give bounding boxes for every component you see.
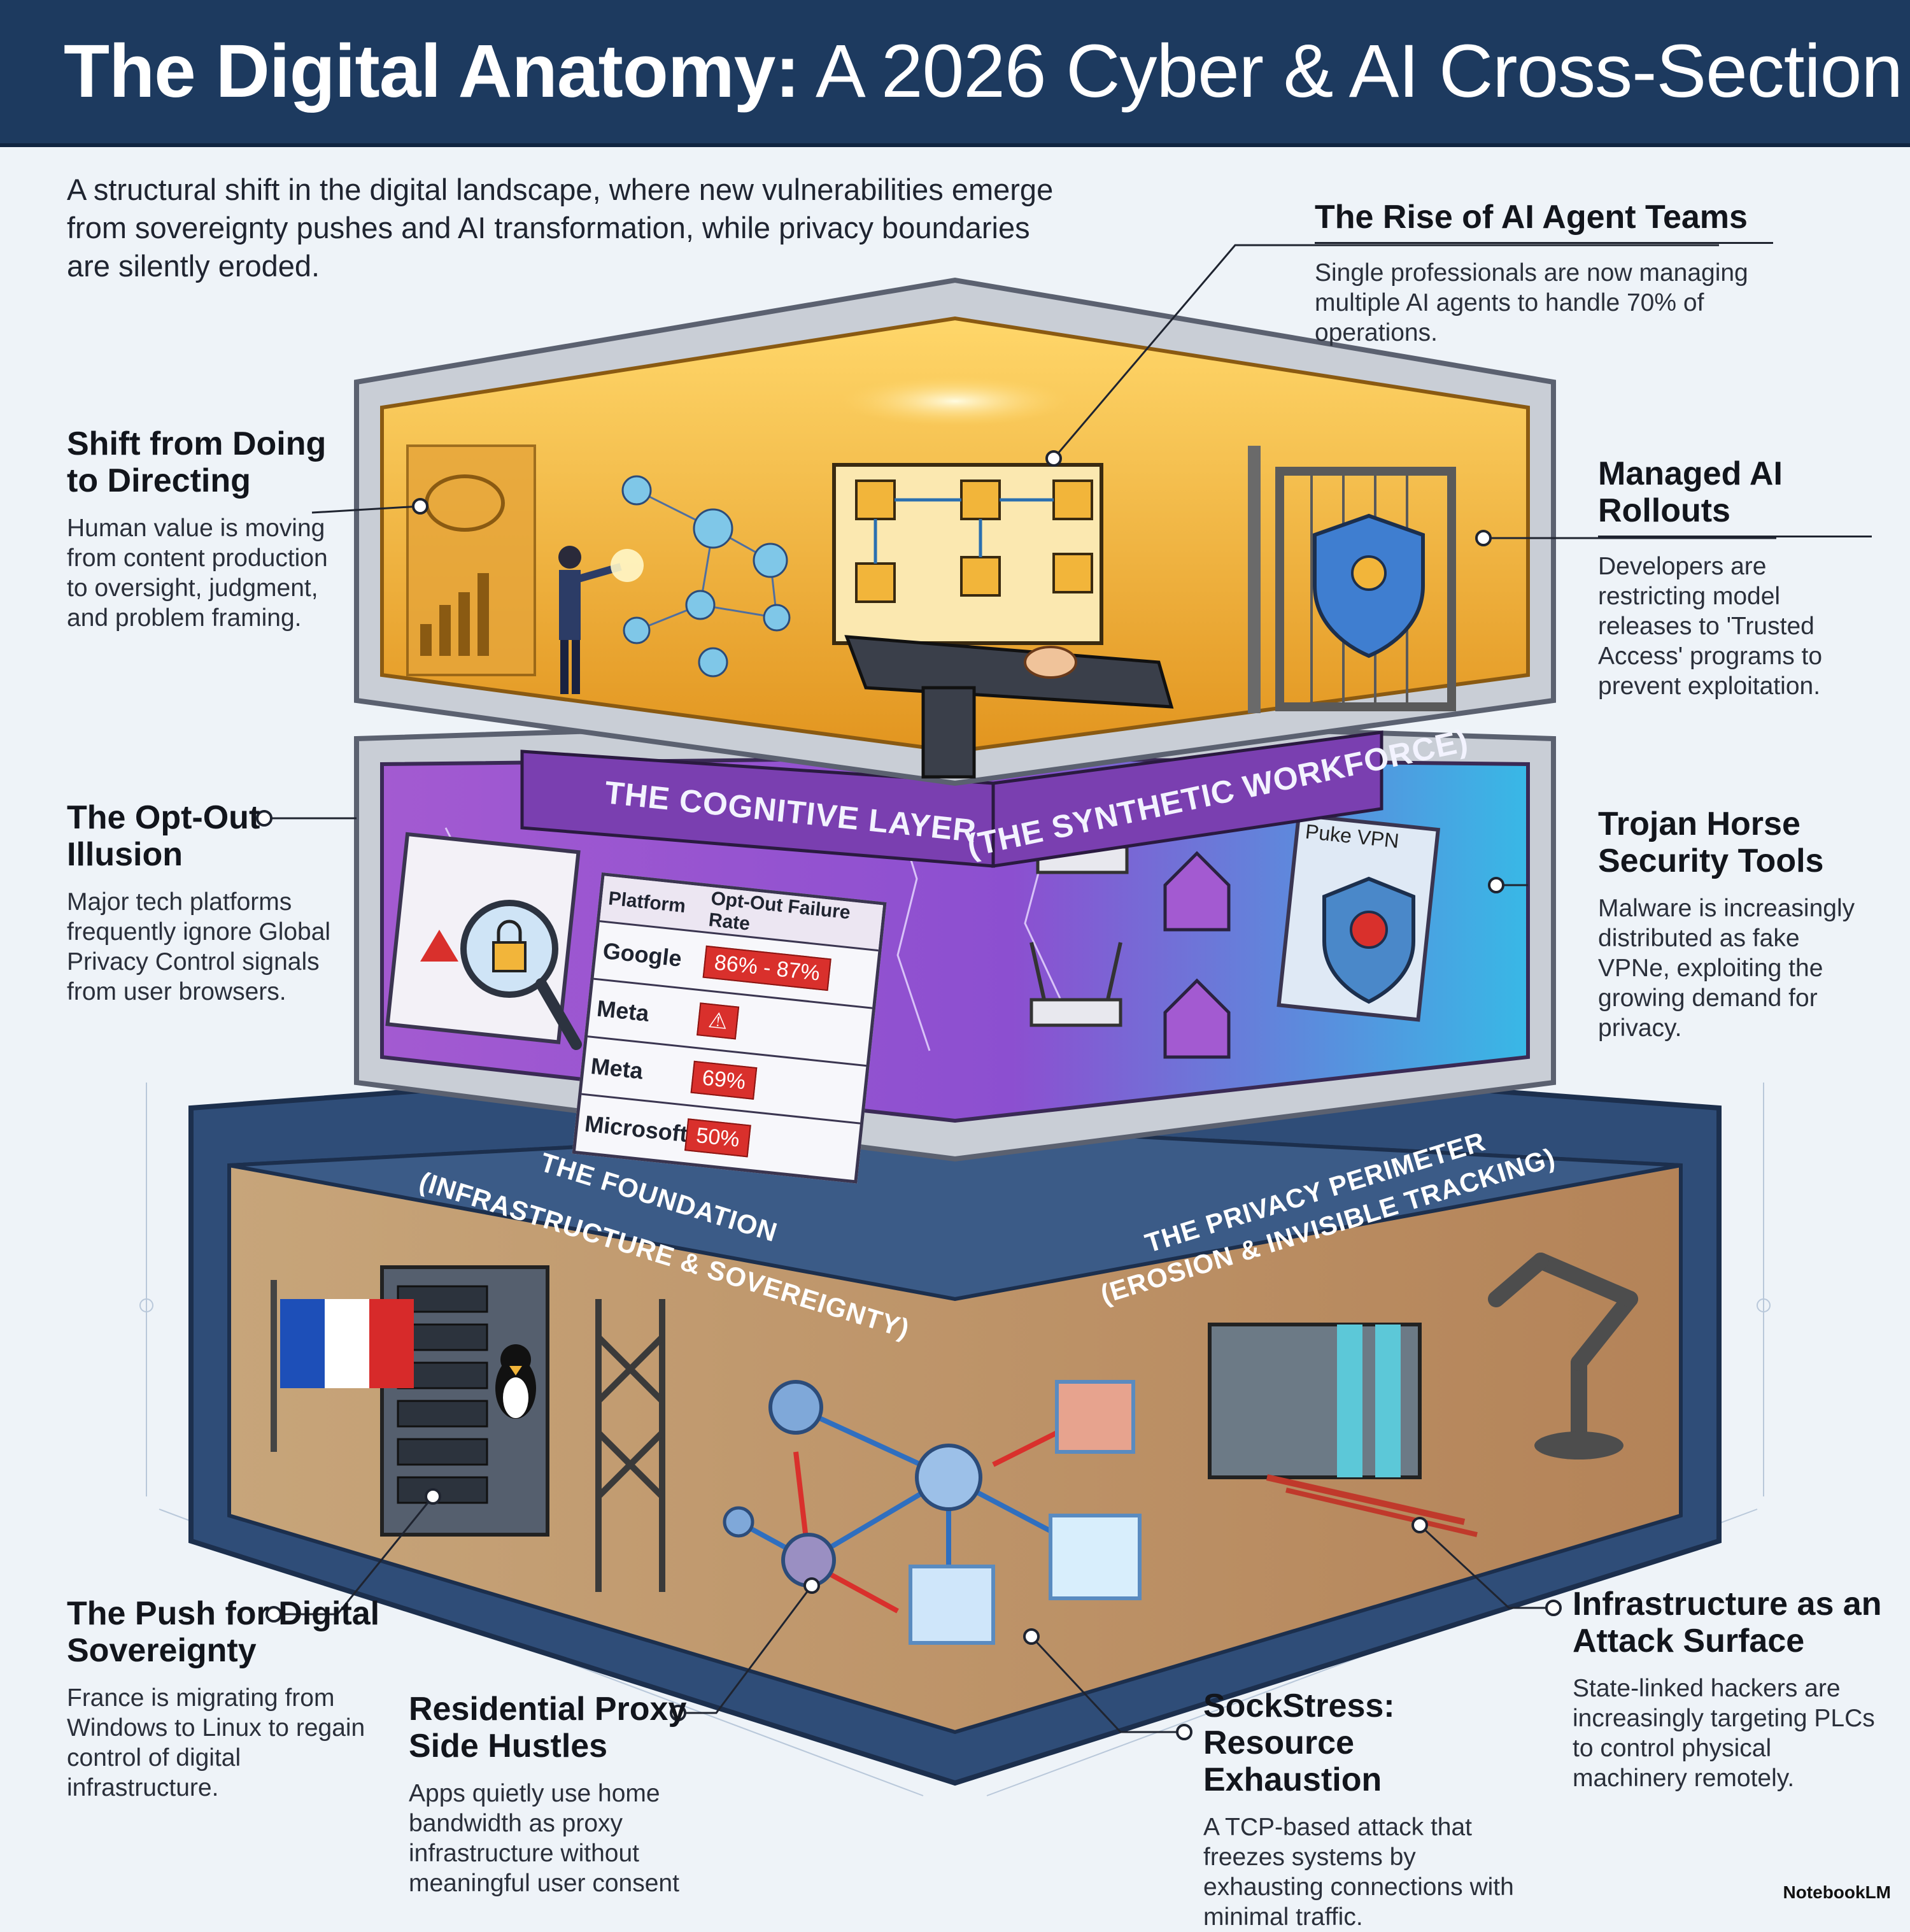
failure-rate-badge: 86% - 87%: [702, 945, 832, 991]
locked-gate-icon: [1248, 446, 1456, 713]
callout-managed-rollouts: Managed AI Rollouts Developers are restr…: [1598, 455, 1872, 701]
callout-attack-surface: Infrastructure as an Attack Surface Stat…: [1573, 1586, 1885, 1793]
ai-network-icon: [621, 475, 791, 678]
agent-team-board: [832, 463, 1103, 645]
intro-text: A structural shift in the digital landsc…: [67, 173, 1054, 283]
page-title: The Digital Anatomy: A 2026 Cyber & AI C…: [64, 29, 1903, 113]
callout-title: Shift from Doing to Directing: [67, 425, 327, 499]
smart-home-icon: [1163, 851, 1231, 1059]
notebooklm-watermark: NotebookLM: [1783, 1882, 1891, 1902]
callout-body: A TCP-based attack that freezes systems …: [1203, 1814, 1514, 1931]
callout-body: Malware is increasingly distributed as f…: [1598, 895, 1855, 1042]
synthetic-workforce-layer: [354, 716, 1556, 1162]
callout-body: Developers are restricting model release…: [1598, 553, 1823, 700]
cognitive-layer: [354, 277, 1556, 786]
callout-body: Major tech platforms frequently ignore G…: [67, 888, 331, 1005]
foundation-layer: [188, 1048, 1722, 1786]
table-cell-platform: Google: [602, 937, 683, 972]
callout-rule: [1315, 242, 1773, 244]
callout-title: The Rise of AI Agent Teams: [1315, 199, 1748, 236]
france-flag-icon: [271, 1280, 414, 1452]
table-cell-platform: Meta: [590, 1053, 644, 1084]
fake-vpn-window: [1277, 813, 1441, 1022]
callout-shift-doing-directing: Shift from Doing to Directing Human valu…: [67, 425, 347, 633]
callout-title: Managed AI Rollouts: [1598, 455, 1783, 529]
human-director-icon: [558, 546, 644, 694]
pylon-icon: [595, 1299, 665, 1592]
callout-body: Human value is moving from content produ…: [67, 515, 328, 632]
callout-body: Single professionals are now managing mu…: [1315, 259, 1748, 346]
failure-rate-badge: 50%: [684, 1118, 751, 1157]
failure-rate-badge: 69%: [690, 1060, 758, 1100]
callout-rule: [1598, 536, 1872, 537]
table-header-platform: Platform: [607, 888, 687, 917]
title-banner: The Digital Anatomy: A 2026 Cyber & AI C…: [0, 0, 1910, 147]
linux-penguin-icon: [495, 1344, 536, 1419]
callout-residential-proxy: Residential Proxy Side Hustles Apps quie…: [409, 1691, 689, 1898]
optout-failure-table: Platform Opt-Out Failure Rate Google 86%…: [572, 872, 887, 1184]
plc-cabinet-icon: [1208, 1323, 1478, 1537]
control-console-icon: [844, 635, 1174, 779]
callout-agent-teams: The Rise of AI Agent Teams Single profes…: [1315, 199, 1773, 348]
callout-title: Infrastructure as an Attack Surface: [1573, 1586, 1882, 1659]
robot-base: [1534, 1431, 1624, 1460]
callout-optout-illusion: The Opt-Out Illusion Major tech platform…: [67, 799, 334, 1007]
callout-digital-sovereignty: The Push for Digital Sovereignty France …: [67, 1595, 385, 1803]
callout-title: The Opt-Out Illusion: [67, 799, 260, 873]
table-cell-platform: Microsoft: [583, 1110, 689, 1147]
callout-trojan-horse: Trojan Horse Security Tools Malware is i…: [1598, 806, 1878, 1043]
callout-title: Residential Proxy Side Hustles: [409, 1691, 687, 1765]
callout-sockstress: SockStress: Resource Exhaustion A TCP-ba…: [1203, 1687, 1534, 1932]
table-cell-platform: Meta: [595, 995, 651, 1026]
callout-body: France is migrating from Windows to Linu…: [67, 1684, 365, 1801]
warning-badge: ⚠: [697, 1002, 740, 1040]
callout-title: SockStress: Resource Exhaustion: [1203, 1687, 1395, 1798]
callout-body: Apps quietly use home bandwidth as proxy…: [409, 1780, 679, 1897]
browser-window-icon: [385, 832, 582, 1050]
callout-title: Trojan Horse Security Tools: [1598, 806, 1824, 879]
callout-title: The Push for Digital Sovereignty: [67, 1595, 380, 1669]
analytics-panel: [406, 444, 536, 676]
robot-arm-icon: [1488, 1253, 1638, 1447]
callout-body: State-linked hackers are increasingly ta…: [1573, 1675, 1875, 1792]
proxy-network-icon: [723, 1380, 1142, 1645]
anchor-dots: [256, 450, 1562, 1740]
